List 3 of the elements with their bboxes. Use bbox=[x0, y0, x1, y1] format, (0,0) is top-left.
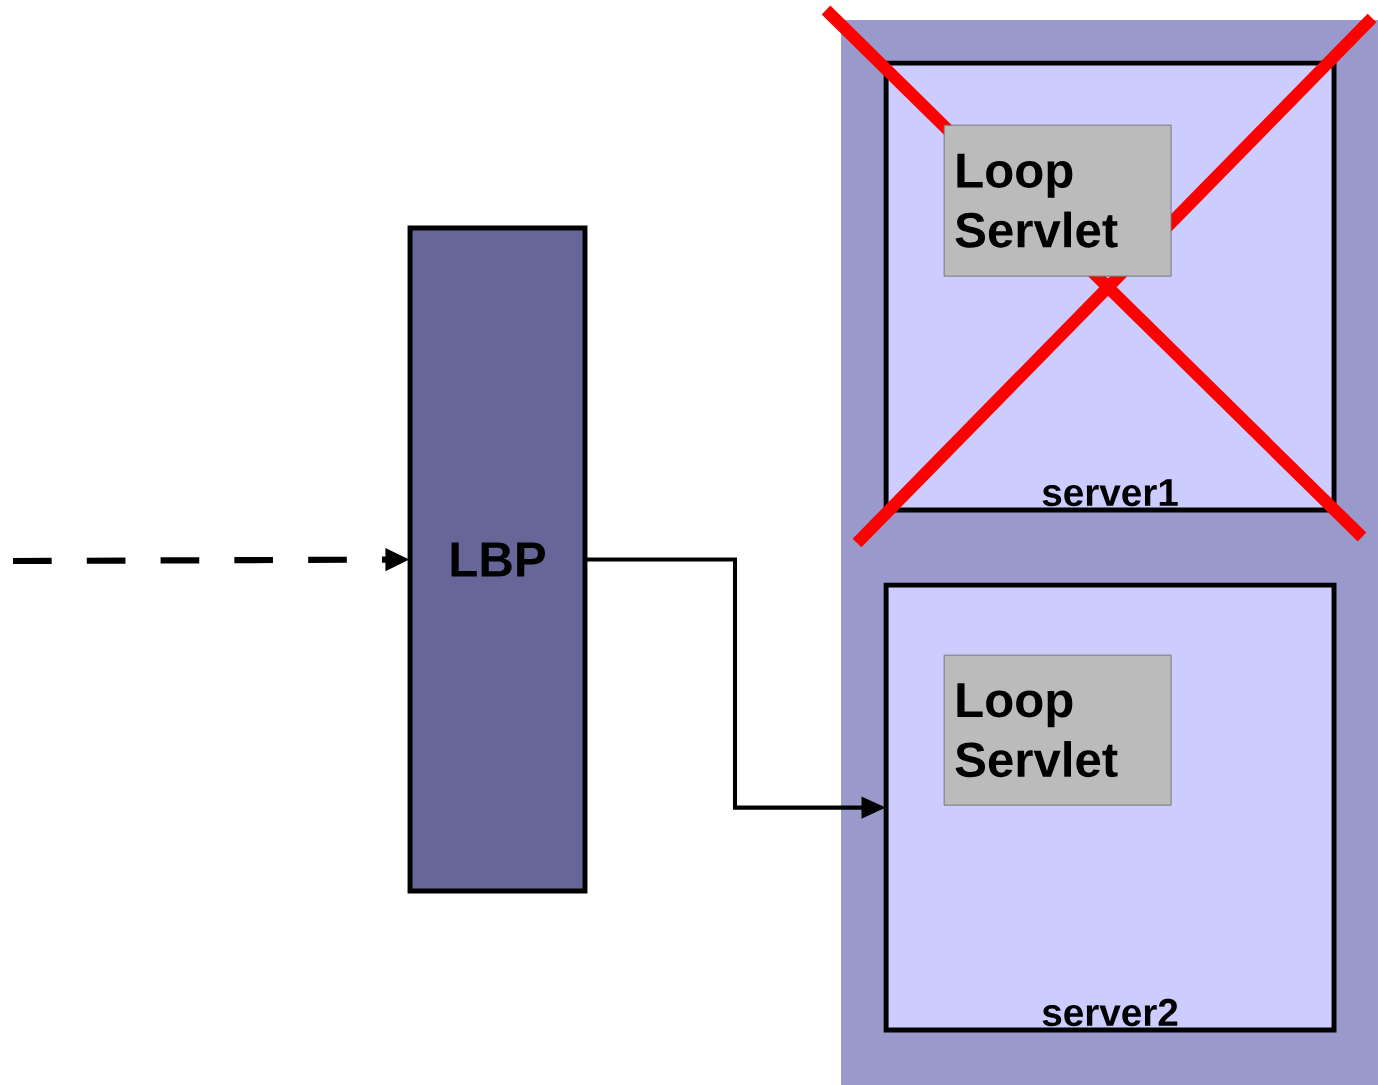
servlet-box: Loop Servlet bbox=[943, 124, 1172, 277]
servlet-box: Loop Servlet bbox=[943, 654, 1172, 806]
load-balancer-box: LBP bbox=[407, 225, 588, 894]
